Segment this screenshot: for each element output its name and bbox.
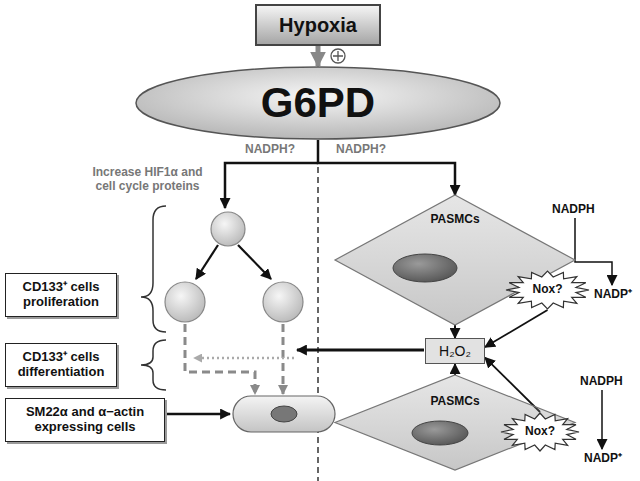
nucleus — [412, 421, 468, 445]
annotation: Increase HIF1α and cell cycle proteins — [85, 166, 210, 194]
nadph-arrow — [575, 218, 612, 285]
enzyme-ellipse: G6PD — [135, 66, 501, 140]
connector-arrow — [454, 364, 456, 375]
division-arrow — [238, 245, 271, 279]
molecule-label: NADPH — [552, 203, 595, 217]
dashed-arrow — [185, 324, 255, 394]
edge-label: NADPH? — [335, 143, 387, 157]
node-text: G6PD — [261, 79, 375, 127]
connector-arrow — [316, 46, 321, 66]
pointer-arrow — [166, 413, 230, 416]
node-text: Nox? — [525, 425, 555, 439]
node-text: Hypoxia — [279, 14, 357, 37]
molecule-label: NADPH — [580, 375, 623, 389]
node-text: SM22α and α−actin expressing cells — [10, 405, 160, 435]
nadph-arrow — [601, 390, 603, 449]
division-arrow — [196, 245, 218, 279]
cell — [263, 282, 303, 322]
node-text: PASMCs — [430, 395, 479, 409]
cell — [165, 282, 205, 322]
plus-symbol — [333, 51, 343, 61]
brace-arrow — [225, 163, 318, 208]
node-text: CD133⁺ cells differentiation — [10, 350, 112, 380]
node-text: H₂O₂ — [439, 343, 471, 359]
edge-note: NADPH? — [245, 143, 295, 157]
brace — [141, 206, 166, 332]
molecule-label: NADP⁺ — [584, 452, 622, 466]
h2o2-arrow — [297, 349, 424, 352]
node-text: Nox? — [533, 283, 563, 297]
process-box: CD133⁺ cells proliferation — [5, 273, 117, 317]
plus-symbol — [331, 49, 345, 63]
molecule-label: NADP⁺ — [594, 288, 632, 302]
enzyme-starburst: Nox? — [500, 412, 580, 452]
node-text: CD133⁺ cells proliferation — [10, 280, 112, 310]
smooth-muscle-cell — [233, 396, 335, 432]
nucleus — [393, 254, 457, 282]
process-box: CD133⁺ cells differentiation — [5, 343, 117, 387]
connector-arrow — [454, 325, 456, 338]
cell-diamond: PASMCsNox? — [335, 195, 575, 325]
divider-line — [317, 167, 319, 481]
brace — [141, 340, 166, 390]
process-box: SM22α and α−actin expressing cells — [5, 398, 165, 442]
molecule-box: H₂O₂ — [425, 338, 485, 364]
dotted-arrow — [194, 357, 294, 360]
nucleus — [271, 406, 297, 422]
cell-diamond: PASMCsNox? — [335, 375, 575, 470]
connector-arrow — [318, 140, 455, 195]
cell — [211, 212, 245, 246]
node-text: PASMCs — [430, 213, 479, 227]
connector-arrow — [485, 310, 548, 347]
enzyme-starburst: Nox? — [505, 270, 590, 310]
stimulus-box: Hypoxia — [255, 4, 381, 46]
